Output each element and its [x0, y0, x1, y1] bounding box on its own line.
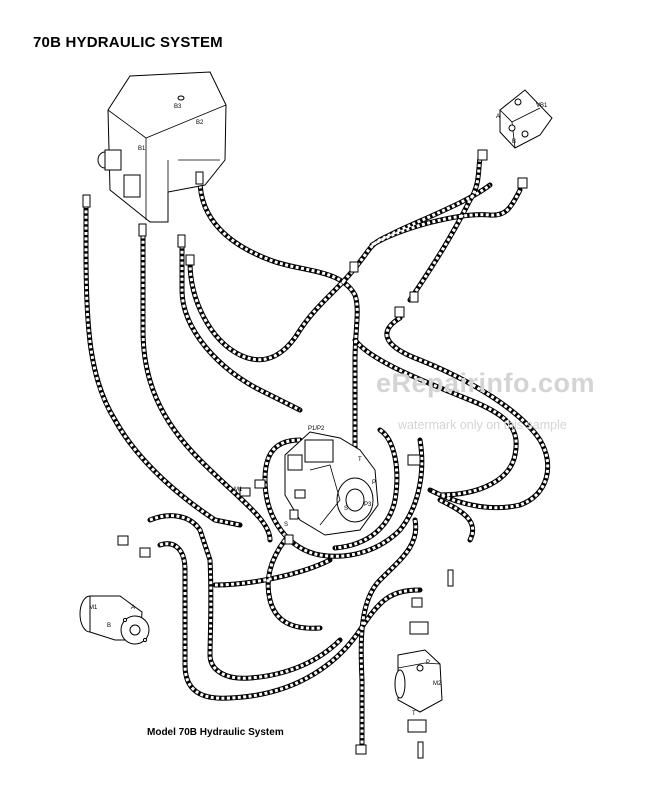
label-t-m2: T: [412, 711, 416, 717]
hose-12-dash: [149, 514, 342, 680]
figure-caption: Model 70B Hydraulic System: [147, 727, 284, 738]
hose-17-dash: [439, 498, 475, 541]
hose-11-dash: [334, 428, 399, 550]
label-b-m1: B: [107, 623, 111, 629]
label-m2: M2: [433, 681, 442, 687]
hose-4-dash: [198, 179, 359, 460]
label-s-fitting: S: [284, 522, 288, 528]
label-a-m1: A: [131, 605, 135, 611]
label-vb1: VB1: [536, 103, 548, 109]
hydraulic-tank: [97, 71, 227, 223]
hose-12: [147, 513, 343, 681]
hose-13: [157, 541, 423, 701]
valve-vb1: [499, 89, 553, 149]
hose-16: [358, 517, 419, 748]
hose-15-dash: [214, 558, 331, 587]
hose-6: [369, 187, 523, 248]
page-title: 70B HYDRAULIC SYSTEM: [33, 34, 223, 51]
motor-m2: [394, 621, 443, 733]
label-b3: B3: [174, 104, 182, 110]
label-m1: M1: [89, 605, 98, 611]
label-m1-fitting: M1: [234, 487, 243, 493]
label-s-pump: S: [344, 506, 348, 512]
hose-8-dash: [385, 316, 550, 510]
hose-7-dash: [408, 157, 482, 301]
watermark-subtext: watermark only on this sample: [398, 418, 567, 432]
hose-1-dash: [84, 205, 241, 527]
hose-6-dash: [371, 189, 522, 247]
hose-5-dash: [188, 183, 491, 362]
label-p1p2: P1/P2: [308, 426, 325, 432]
hose-8: [384, 315, 551, 511]
label-b2: B2: [196, 120, 204, 126]
component-labels: B3 B2 B1 VB1 A B P1/P2 T P P3 S S M1 M1 …: [89, 103, 548, 717]
label-p3: P3: [364, 502, 372, 508]
watermark-text: eRepairinfo.com: [376, 368, 596, 398]
label-p-m2: P: [426, 660, 430, 666]
motor-m1: [79, 595, 150, 645]
hose-14-dash: [266, 539, 321, 630]
label-b1: B1: [138, 146, 146, 152]
hose-2-dash: [141, 230, 272, 541]
label-p-pump: P: [372, 480, 376, 486]
hose-4: [197, 177, 360, 463]
hose-3-dash: [180, 240, 301, 412]
hose-9-dash: [353, 339, 518, 497]
hose-10-dash: [263, 438, 424, 558]
main-pump: [284, 431, 379, 536]
hose-group: [83, 155, 551, 748]
label-a-valve: A: [496, 114, 500, 120]
label-b-valve: B: [512, 139, 516, 145]
hose-dashes: [84, 157, 550, 745]
hose-13-dash: [159, 542, 421, 700]
hose-16-dash: [359, 519, 418, 745]
label-t-pump: T: [358, 457, 362, 463]
fittings: [82, 149, 528, 759]
hose-7: [407, 155, 483, 303]
